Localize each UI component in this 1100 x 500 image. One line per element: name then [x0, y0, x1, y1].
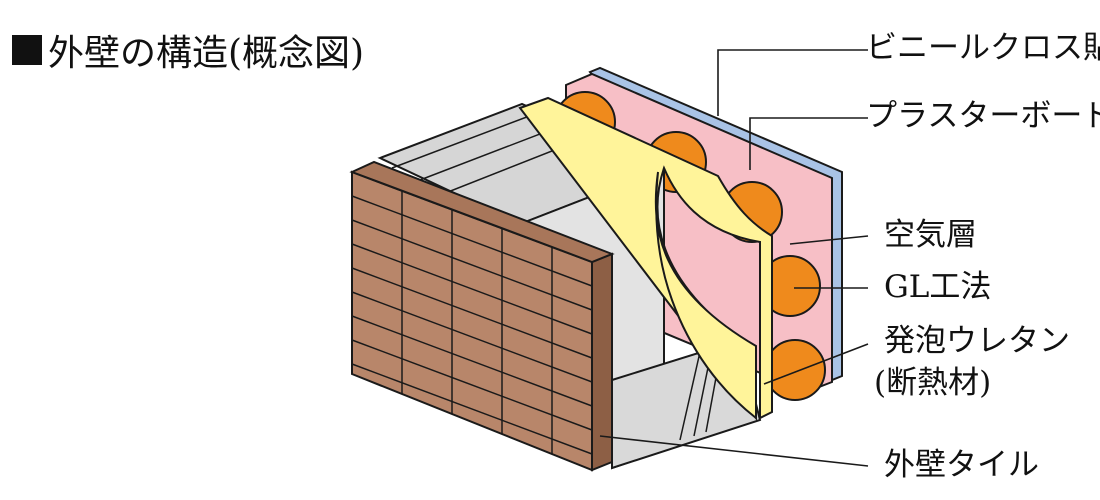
leader-tile: [599, 435, 869, 467]
tile-grid: [351, 191, 593, 455]
title-text: 外壁の構造(概念図): [48, 33, 365, 74]
exterior-tile-top: [349, 160, 615, 264]
title-square-icon: [12, 35, 42, 65]
label-urethane: 発泡ウレタン: [884, 323, 1070, 359]
urethane-band: [654, 171, 757, 421]
label-plaster-board: プラスターボード: [866, 98, 1100, 134]
leader-plaster: [749, 117, 868, 170]
label-urethane-sub: (断熱材): [874, 365, 992, 401]
leader-lines: [599, 49, 869, 467]
gl-bond-dot-5: [764, 339, 826, 401]
diagram-title: 外壁の構造(概念図): [12, 24, 364, 76]
label-air-layer: 空気層: [884, 217, 977, 253]
leader-urethane: [763, 343, 869, 385]
label-exterior-tile: 外壁タイル: [884, 447, 1039, 483]
label-vinyl-cloth: ビニールクロス貼: [866, 30, 1100, 66]
label-gl-method: GL工法: [884, 269, 992, 305]
leader-vinyl: [717, 49, 868, 116]
leader-air: [789, 235, 869, 245]
